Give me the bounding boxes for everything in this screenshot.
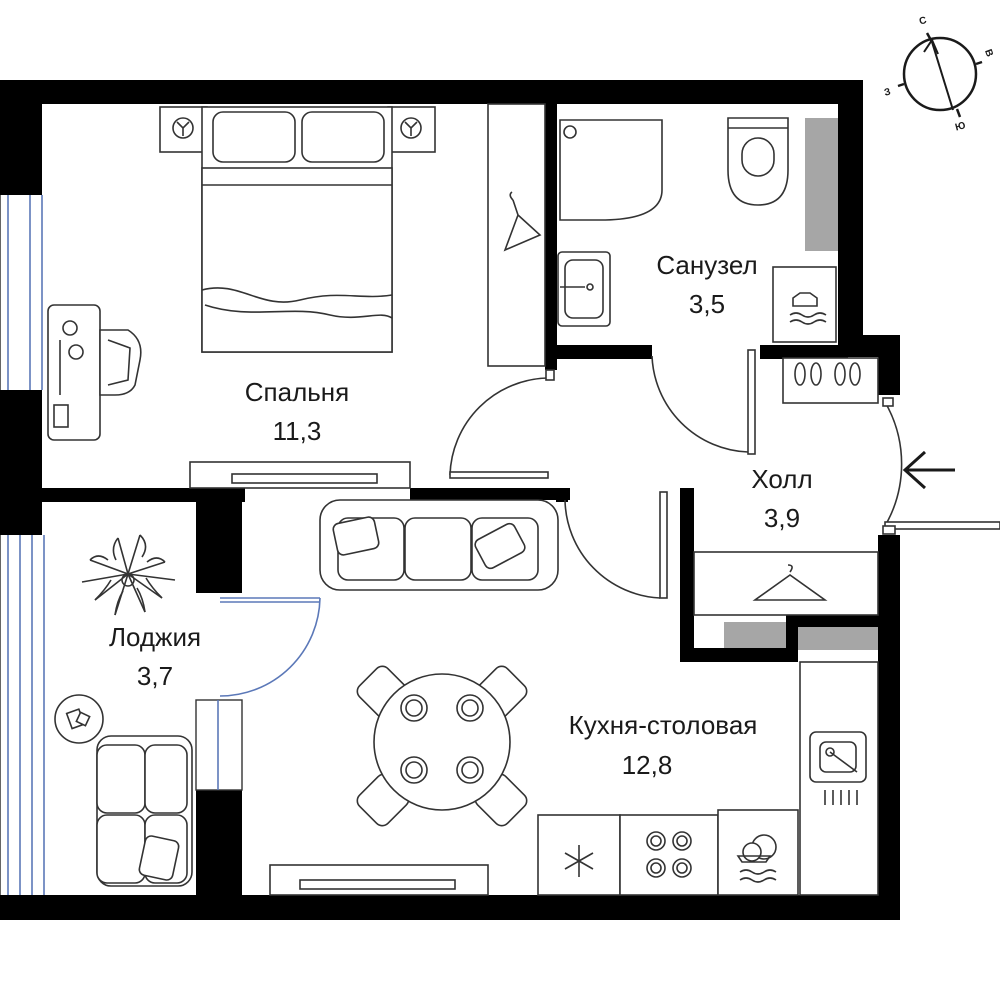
kitchen-name: Кухня-столовая	[569, 710, 758, 740]
dining-table	[356, 665, 528, 827]
compass: С В Ю З	[883, 15, 995, 133]
bathroom-name: Санузел	[656, 250, 757, 280]
wardrobe	[487, 103, 546, 367]
hall-closet	[693, 551, 879, 650]
kitchen-area: 12,8	[622, 750, 673, 780]
compass-south: Ю	[954, 120, 967, 133]
kitchen-furniture	[269, 499, 879, 896]
walls	[0, 80, 900, 920]
bedroom-name: Спальня	[245, 377, 349, 407]
bathroom-area: 3,5	[689, 289, 725, 319]
room-labels: Спальня 11,3 Санузел 3,5 Холл 3,9 Лоджия…	[109, 250, 813, 780]
shower	[559, 119, 663, 221]
loggia-furniture	[54, 534, 193, 887]
hall-name: Холл	[751, 464, 812, 494]
plant-icon	[81, 534, 176, 616]
bedroom-area: 11,3	[273, 416, 322, 446]
compass-north: С	[918, 15, 928, 27]
entrance-arrow-icon	[902, 450, 955, 490]
snowflake-icon	[564, 845, 594, 877]
sofa	[319, 499, 559, 591]
loggia-area: 3,7	[137, 661, 173, 691]
washing-machine	[772, 266, 837, 343]
bedroom-furniture	[47, 103, 546, 489]
stove	[619, 814, 719, 896]
compass-west: З	[883, 87, 892, 99]
compass-east: В	[982, 48, 995, 59]
armchair	[96, 735, 193, 887]
doors	[195, 349, 1000, 791]
hall-area: 3,9	[764, 503, 800, 533]
bathroom-fixtures	[557, 117, 879, 404]
windows	[0, 195, 45, 895]
loggia-name: Лоджия	[109, 622, 201, 652]
